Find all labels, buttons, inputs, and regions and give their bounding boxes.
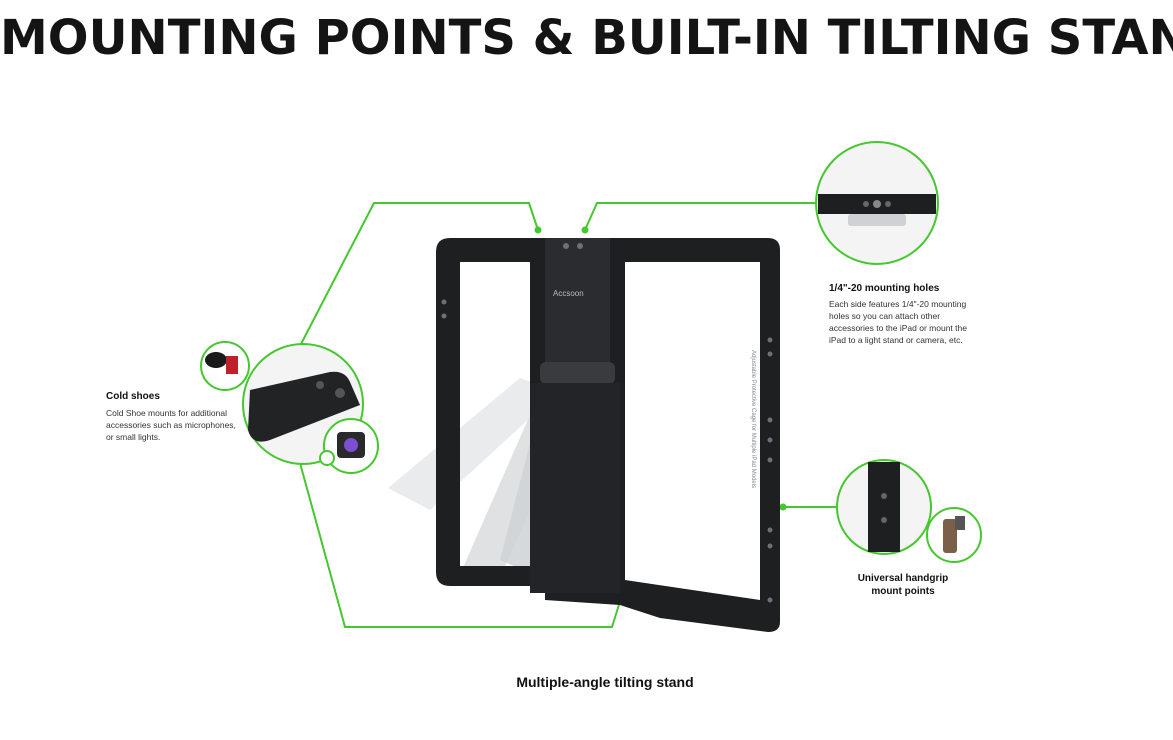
handgrip-icon	[926, 507, 982, 563]
handgrip-detail-icon	[836, 459, 932, 555]
mounting-holes-heading: 1/4"-20 mounting holes	[829, 283, 940, 294]
mounting-hole-detail-icon	[815, 141, 939, 265]
microphone-icon	[200, 341, 250, 391]
cold-shoes-body: Cold Shoe mounts for additional accessor…	[106, 408, 236, 442]
stand-heading: Multiple-angle tilting stand	[516, 674, 694, 690]
hinge	[540, 362, 615, 384]
side-text: Adjustable Protective Cage for Multiple …	[750, 350, 756, 488]
cold-shoes-heading: Cold shoes	[106, 391, 160, 402]
cold-shoe-connector	[299, 202, 539, 347]
stand-connector	[299, 462, 623, 628]
callout-lines	[299, 202, 836, 628]
rear-plate	[530, 383, 620, 593]
mounting-holes-body: Each side features 1/4"-20 mounting hole…	[829, 299, 967, 345]
page-title: MOUNTING POINTS & BUILT-IN TILTING STAND	[0, 10, 1173, 66]
light-icon	[323, 418, 379, 474]
brand-mark: Accsoon	[553, 289, 584, 298]
mounting-hole-connector	[584, 202, 816, 231]
cage-frame: Accsoon Adjustable Protective Cage for M…	[436, 238, 780, 632]
center-bracket	[545, 238, 610, 376]
cold-shoe-link-dot	[319, 450, 335, 466]
handgrip-heading: Universal handgrip mount points	[857, 573, 949, 597]
